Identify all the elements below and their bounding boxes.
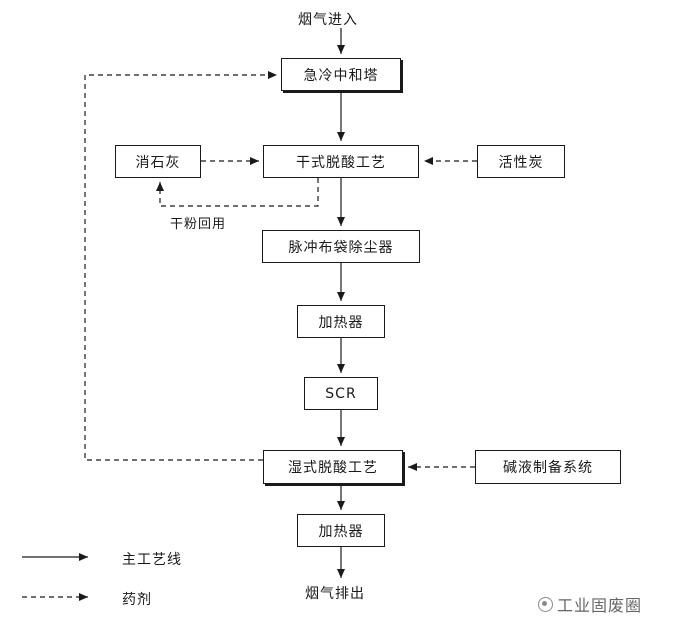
arrow-wet-recycle-to-quench	[84, 71, 277, 461]
arrow-drypowder-reuse	[156, 178, 319, 207]
node-dry-deacidification: 干式脱酸工艺	[263, 145, 419, 178]
node-wet-deacidification: 湿式脱酸工艺	[263, 450, 403, 484]
dry-powder-reuse-label: 干粉回用	[170, 217, 227, 232]
legend-reagent-label: 药剂	[122, 592, 152, 608]
watermark: 工业固废圈	[538, 592, 642, 616]
legend-main-process-label: 主工艺线	[122, 552, 182, 568]
node-scr: SCR	[304, 377, 378, 410]
node-quench-neutralization-tower: 急冷中和塔	[281, 58, 401, 91]
watermark-text: 工业固废圈	[557, 596, 643, 615]
node-heater-2: 加热器	[297, 514, 385, 547]
node-pulse-bag-filter: 脉冲布袋除尘器	[262, 230, 420, 263]
node-slaked-lime: 消石灰	[115, 145, 201, 178]
node-heater-1: 加热器	[297, 305, 385, 338]
watermark-logo-icon	[538, 596, 553, 612]
node-alkali-preparation-system: 碱液制备系统	[475, 450, 621, 484]
node-activated-carbon: 活性炭	[477, 145, 565, 178]
flue-gas-inlet-label: 烟气进入	[298, 12, 358, 28]
flue-gas-outlet-label: 烟气排出	[305, 586, 365, 602]
